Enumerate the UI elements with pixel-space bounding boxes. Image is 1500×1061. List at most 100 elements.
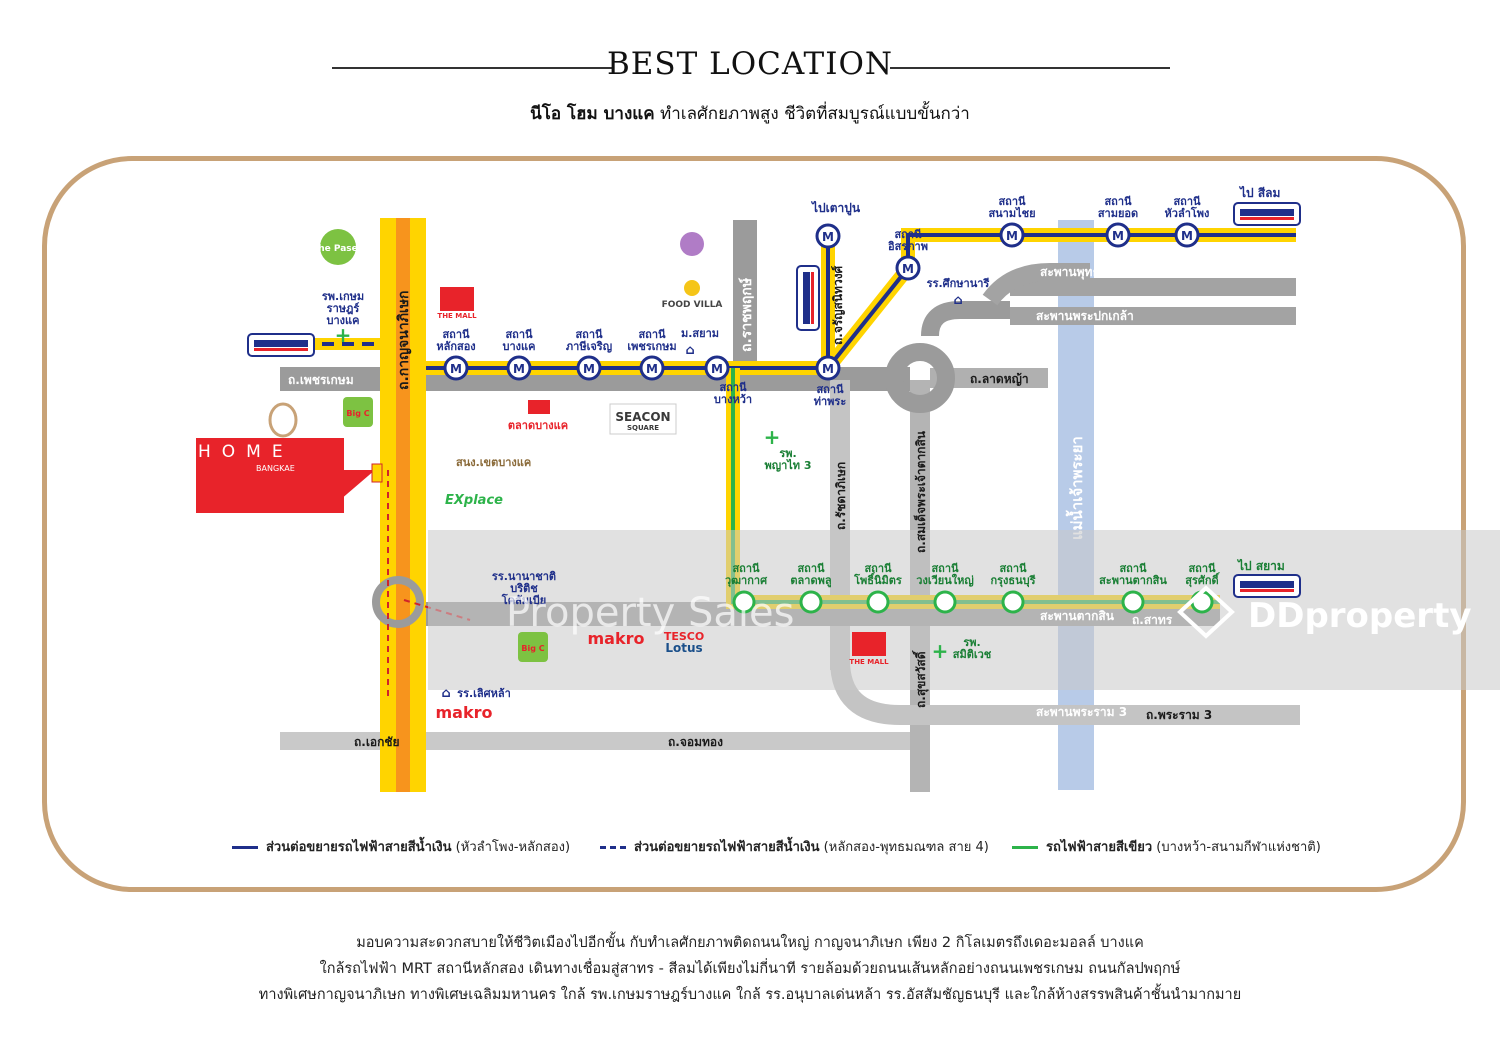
svg-text:The Paseo: The Paseo	[312, 244, 364, 254]
place-hospital-samitivej[interactable]: +รพ.สมิติเวช	[932, 636, 992, 663]
title-rule-left	[332, 67, 612, 69]
label-charan: ถ.จรัญสนิทวงศ์	[831, 265, 845, 345]
svg-text:รร.เลิศหล้า: รร.เลิศหล้า	[457, 687, 511, 700]
project-subname: BANGKAE	[256, 464, 295, 473]
label-bridge-rama3: สะพานพระราม 3	[1036, 705, 1127, 719]
mrt-station-label: สถานีอิสรภาพ	[888, 228, 928, 253]
mrt-station-label: สถานีเพชรเกษม	[627, 328, 676, 353]
bts-station-wongwian-yai[interactable]: สถานีวงเวียนใหญ่	[916, 562, 974, 614]
svg-text:M: M	[1181, 229, 1193, 243]
place-big-c-1[interactable]: Big C	[343, 397, 373, 427]
bts-station-label: สถานีวุฒากาศ	[725, 562, 768, 588]
place-school-suksanari[interactable]: รร.ศึกษานารี ⌂	[927, 277, 990, 308]
place-bangkae-market[interactable]: ตลาดบางแค	[508, 400, 568, 432]
plus-icon: +	[764, 425, 781, 449]
svg-text:Lotus: Lotus	[665, 641, 702, 655]
building-icon: ⌂	[685, 343, 694, 358]
place-makro-1[interactable]: makro	[588, 629, 645, 648]
bts-station-markers: สถานีวุฒากาศ สถานีตลาดพลู สถานีโพธิ์นิมิ…	[725, 562, 1220, 614]
label-to-tao-poon: ไปเตาปูน	[810, 200, 861, 216]
svg-text:Big C: Big C	[521, 644, 544, 653]
label-to-silom: ไป สีลม	[1238, 185, 1280, 200]
bts-station-label: สถานีสะพานตากสิน	[1099, 562, 1167, 587]
svg-text:M: M	[1112, 229, 1124, 243]
place-the-paseo[interactable]: The Paseo	[312, 229, 364, 265]
road-bridge-curve-1	[921, 301, 1010, 337]
svg-text:สนง.เขตบางแค: สนง.เขตบางแค	[456, 456, 531, 469]
place-explace[interactable]: EXplace	[445, 493, 503, 508]
subtitle-tagline: ทำเลศักยภาพสูง ชีวิตที่สมบูรณ์แบบขั้นกว่…	[654, 104, 970, 124]
mrt-station-label: สถานีบางแค	[503, 328, 536, 353]
svg-text:makro: makro	[436, 703, 493, 722]
svg-text:THE MALL: THE MALL	[849, 658, 889, 666]
place-hospital-phyathai[interactable]: +รพ.พญาไท 3	[764, 425, 812, 472]
svg-text:DDproperty: DDproperty	[1248, 596, 1472, 636]
place-food-villa[interactable]: FOOD VILLA	[662, 232, 723, 310]
watermark-band	[428, 530, 1500, 690]
mrt-station-sam-yot[interactable]: M สถานีสามยอด	[1098, 195, 1138, 248]
svg-text:M: M	[583, 362, 595, 376]
label-phetkasem: ถ.เพชรเกษม	[288, 373, 354, 387]
bts-station-wutthakat[interactable]: สถานีวุฒากาศ	[725, 562, 768, 614]
svg-text:M: M	[513, 362, 525, 376]
label-chom-thong: ถ.จอมทอง	[668, 735, 723, 749]
label-bridge-pokklao: สะพานพระปกเกล้า	[1036, 309, 1134, 323]
place-district-office[interactable]: สนง.เขตบางแค	[456, 456, 531, 469]
subtitle-project-name: นีโอ โฮม บางแค	[530, 104, 655, 124]
label-sukhumvit: ถ.สุขสวัสดิ์	[912, 650, 929, 708]
building-icon: ⌂	[953, 293, 962, 308]
project-pointer	[340, 470, 375, 500]
place-m-siam[interactable]: ม.สยาม⌂	[681, 327, 719, 358]
mrt-line-casing	[426, 228, 1296, 375]
bts-station-krung-thon-buri[interactable]: สถานีกรุงธนบุรี	[990, 562, 1036, 614]
legend-swatch-solid-blue	[232, 846, 258, 849]
place-school-british[interactable]: รร.นานาชาติบริติชโคลัมเบีย	[492, 570, 556, 607]
place-the-mall-1[interactable]: THE MALL	[437, 287, 477, 320]
svg-text:makro: makro	[588, 629, 645, 648]
mrt-station-label: สถานีท่าพระ	[814, 383, 847, 408]
project-logo-ring	[268, 402, 298, 438]
bts-station-pho-nimit[interactable]: สถานีโพธิ์นิมิตร	[853, 562, 902, 614]
road-ekkachai	[280, 732, 910, 750]
svg-text:รพ.เกษมราษฎร์บางแค: รพ.เกษมราษฎร์บางแค	[322, 290, 364, 327]
label-rama3: ถ.พระราม 3	[1146, 708, 1212, 722]
title-row: BEST LOCATION	[0, 40, 1500, 90]
mrt-station-tha-phra[interactable]: M สถานีท่าพระ	[814, 355, 847, 408]
road-rama3	[1050, 705, 1300, 725]
road-bridge-phut	[1010, 278, 1296, 296]
mrt-station-bang-khae[interactable]: M สถานีบางแค	[503, 328, 536, 381]
bts-station-label: สถานีกรุงธนบุรี	[990, 562, 1035, 588]
place-makro-2[interactable]: makro	[436, 703, 493, 722]
road-ratchaphruek	[733, 220, 757, 370]
label-bridge-taksin: สะพานตากสิน	[1040, 609, 1115, 623]
place-hospital-kasem[interactable]: รพ.เกษมราษฎร์บางแค+	[322, 290, 364, 347]
svg-text:Big C: Big C	[346, 409, 369, 418]
project-location-dot	[371, 463, 383, 483]
project-marker[interactable]: HOME BANGKAE	[196, 402, 383, 513]
bts-station-saphan-taksin[interactable]: สถานีสะพานตากสิน	[1099, 562, 1167, 614]
label-ekkachai: ถ.เอกชัย	[354, 735, 400, 749]
train-icon-silom	[1233, 202, 1301, 226]
footer-line: ใกล้รถไฟฟ้า MRT สถานีหลักสอง เดินทางเชื่…	[319, 961, 1181, 977]
river-label: แม่น้ำเจ้าพระยา	[1065, 436, 1086, 540]
place-school-lertla[interactable]: ⌂รร.เลิศหล้า	[441, 686, 510, 701]
place-big-c-2[interactable]: Big C	[518, 632, 548, 662]
svg-text:M: M	[822, 362, 834, 376]
bts-station-talat-phlu[interactable]: สถานีตลาดพลู	[790, 562, 832, 614]
svg-text:รร.ศึกษานารี: รร.ศึกษานารี	[927, 277, 990, 290]
svg-text:รพ.พญาไท 3: รพ.พญาไท 3	[764, 447, 811, 472]
road-lat-ya-stub	[930, 368, 1048, 388]
place-the-mall-2[interactable]: THE MALL	[849, 632, 889, 666]
interchange-loop	[372, 576, 424, 628]
svg-text:M: M	[822, 230, 834, 244]
mrt-station-label: สถานีสามยอด	[1098, 195, 1138, 220]
